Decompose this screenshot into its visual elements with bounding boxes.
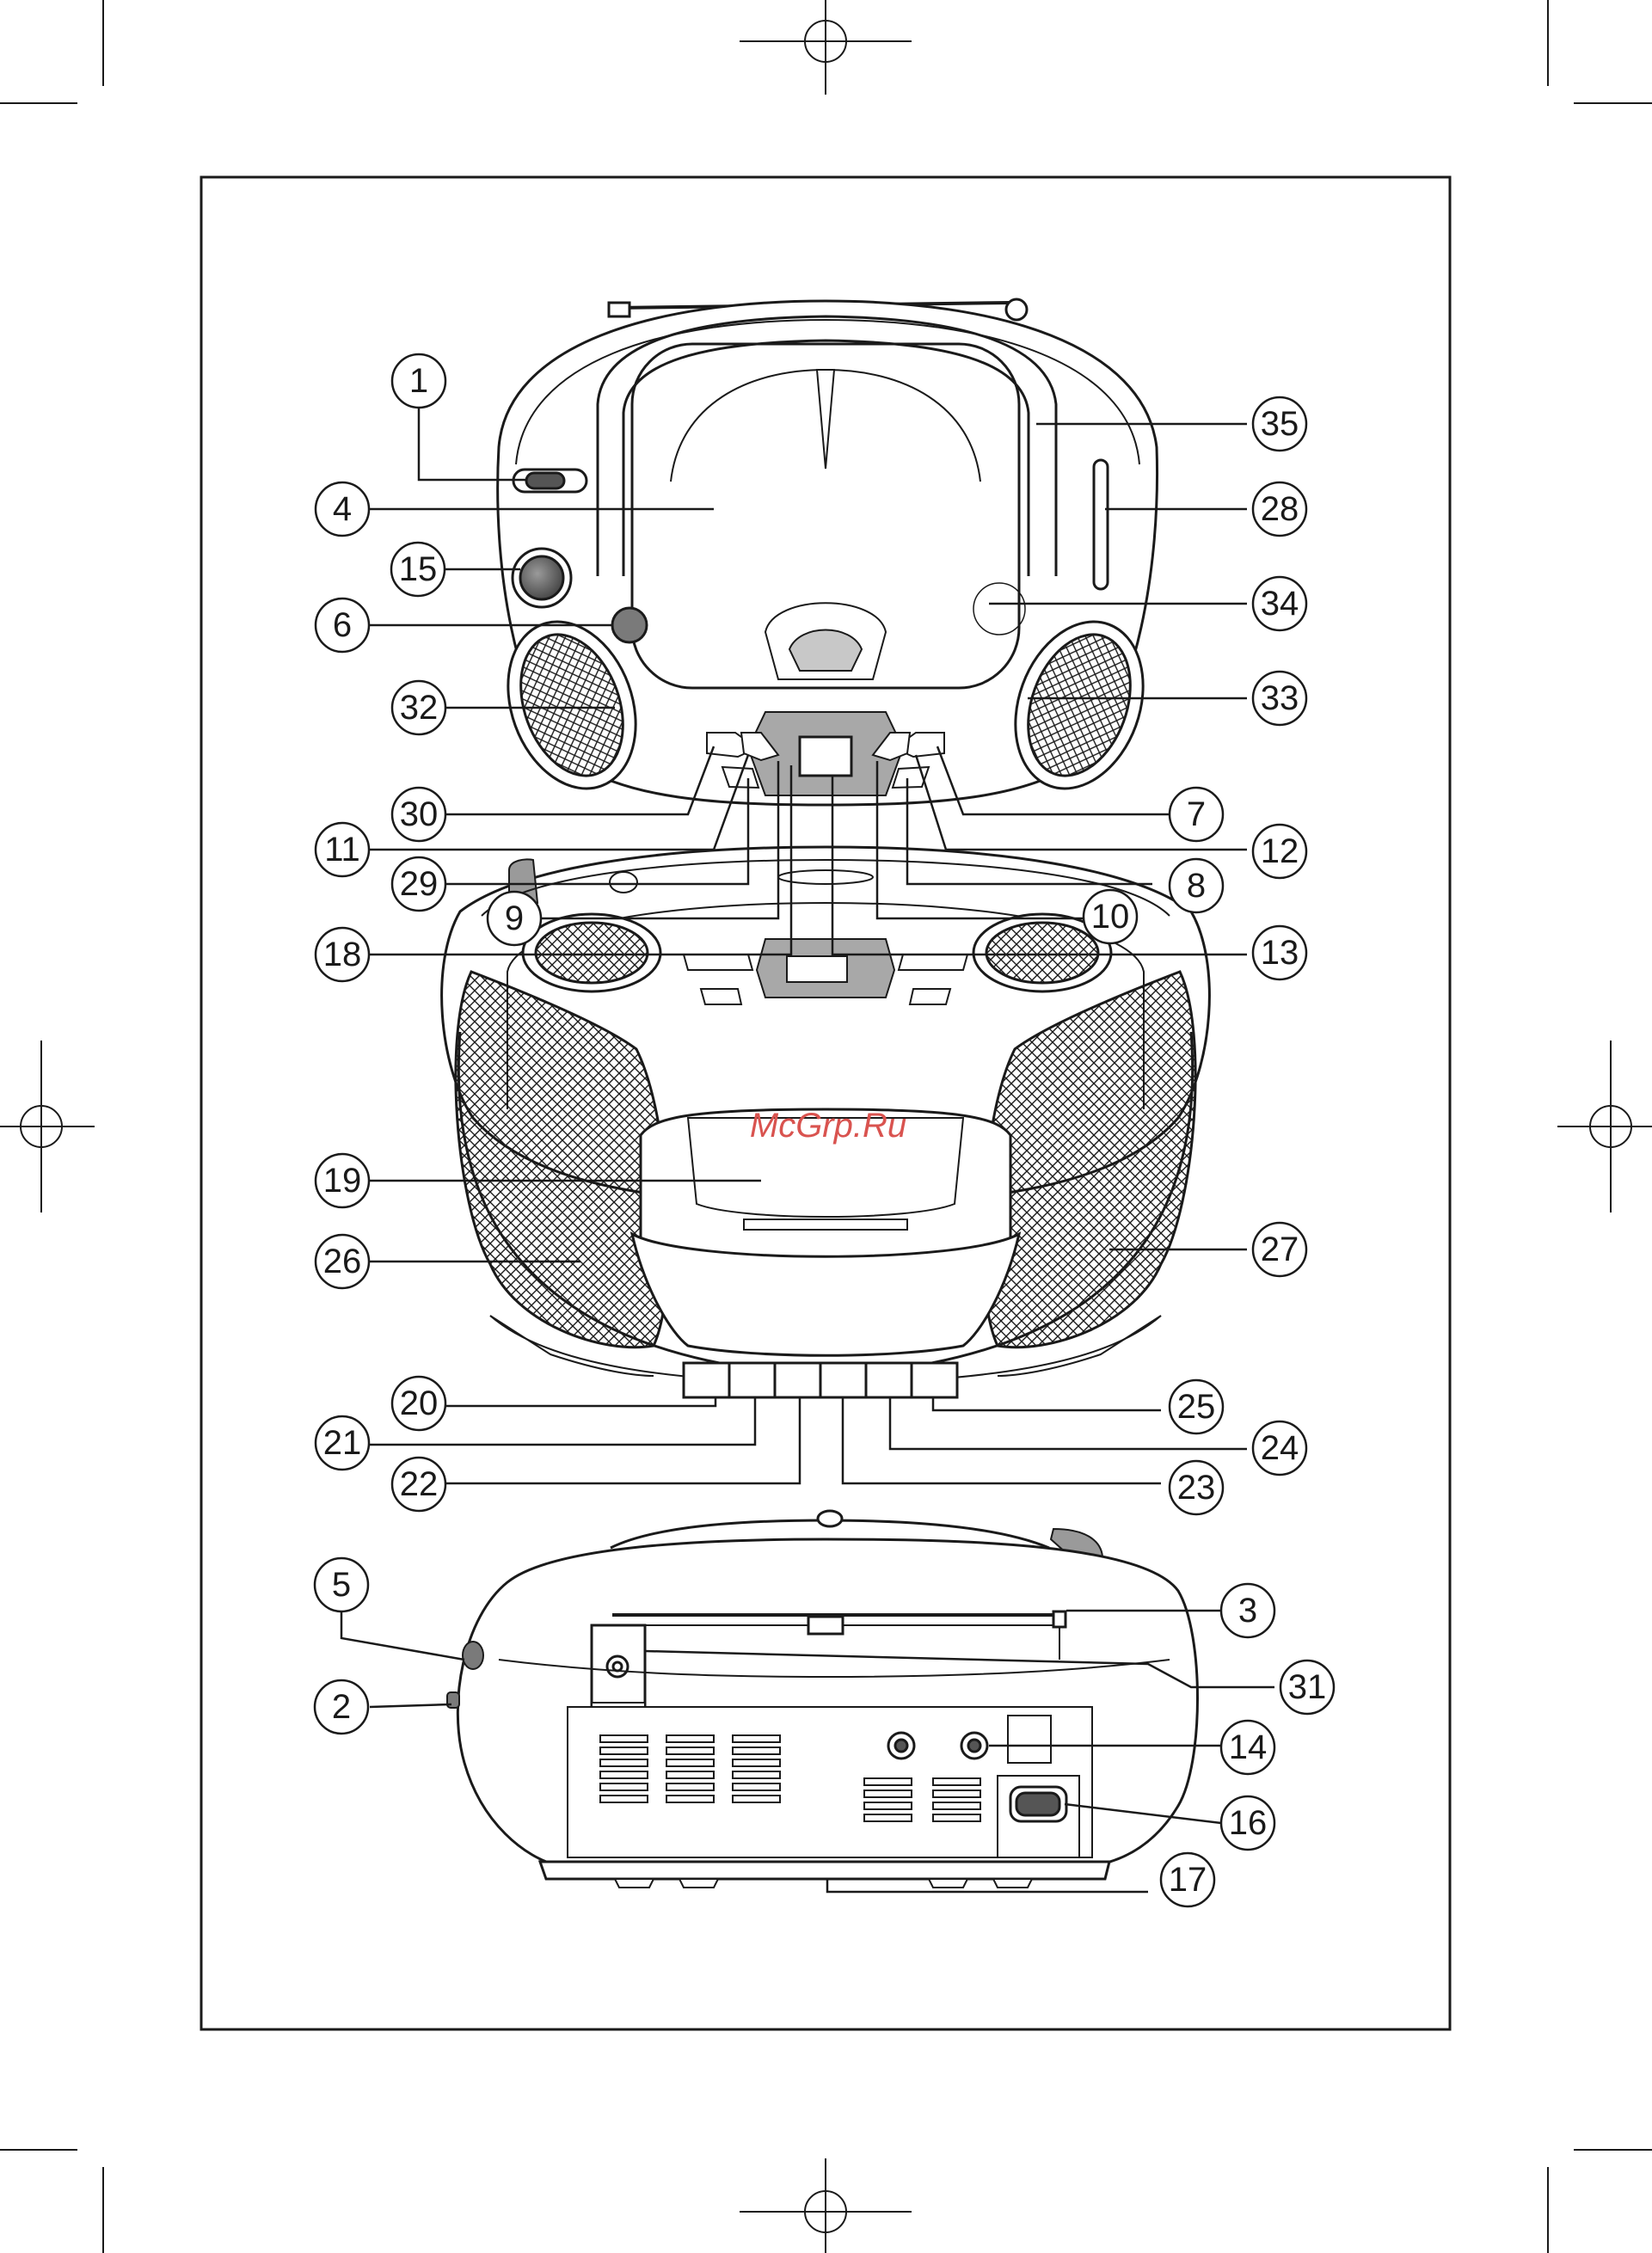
- callout-9: 9: [505, 899, 524, 937]
- callout-13: 13: [1261, 934, 1299, 972]
- callout-22: 22: [400, 1465, 439, 1503]
- callout-12: 12: [1261, 832, 1299, 870]
- callout-31: 31: [1288, 1668, 1327, 1706]
- callout-23: 23: [1177, 1469, 1216, 1507]
- callout-4: 4: [333, 490, 352, 528]
- callout-19: 19: [323, 1162, 362, 1200]
- callout-1: 1: [409, 362, 428, 400]
- watermark-text: McGrp.Ru: [750, 1107, 906, 1145]
- callout-32: 32: [400, 689, 439, 727]
- callout-3: 3: [1238, 1592, 1257, 1630]
- callout-35: 35: [1261, 405, 1299, 443]
- callout-24: 24: [1261, 1429, 1299, 1467]
- callout-5: 5: [332, 1566, 351, 1604]
- callout-14: 14: [1229, 1728, 1268, 1766]
- back-view: [447, 1511, 1198, 1888]
- callout-15: 15: [399, 550, 438, 588]
- callout-6: 6: [333, 606, 352, 644]
- callout-26: 26: [323, 1243, 362, 1280]
- callout-21: 21: [323, 1424, 362, 1462]
- callout-2: 2: [332, 1688, 351, 1726]
- callout-11: 11: [324, 831, 360, 869]
- callout-30: 30: [400, 795, 439, 833]
- callout-28: 28: [1261, 490, 1299, 528]
- callout-8: 8: [1187, 867, 1206, 905]
- top-view: [486, 299, 1165, 807]
- callout-7: 7: [1187, 795, 1206, 833]
- callout-10: 10: [1091, 898, 1130, 936]
- callout-17: 17: [1169, 1861, 1207, 1899]
- callout-33: 33: [1261, 679, 1299, 717]
- callout-20: 20: [400, 1384, 439, 1422]
- callout-27: 27: [1261, 1231, 1299, 1268]
- callout-29: 29: [400, 865, 439, 903]
- callout-16: 16: [1229, 1804, 1268, 1842]
- callout-25: 25: [1177, 1388, 1216, 1426]
- callout-34: 34: [1261, 585, 1299, 623]
- callout-18: 18: [323, 936, 362, 973]
